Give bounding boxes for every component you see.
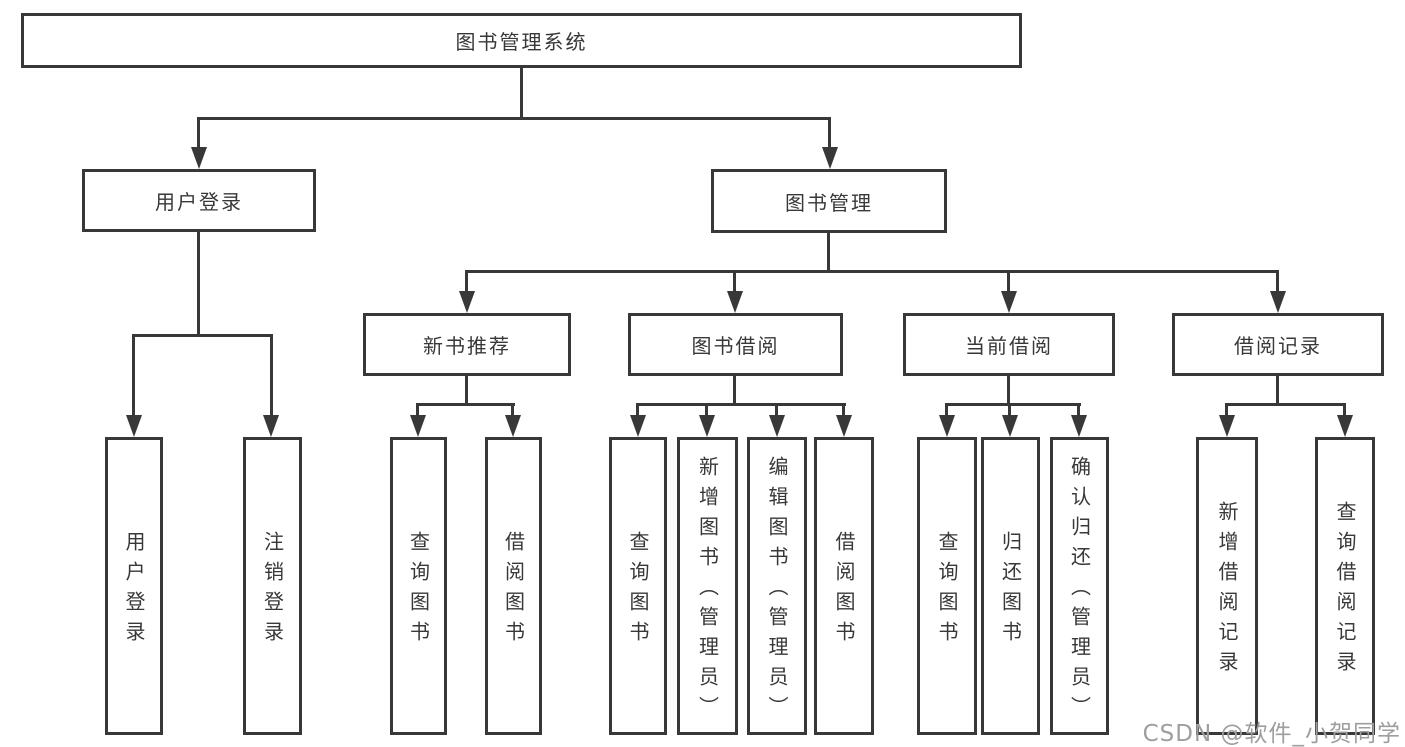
connector-recommend-horizontal	[416, 403, 515, 406]
connector-stub	[775, 403, 778, 417]
leaf-label: 查询借阅记录	[1333, 501, 1357, 681]
node-label: 当前借阅	[965, 334, 1053, 358]
leaf-query-books-recommend: 查询图书	[390, 437, 447, 735]
leaf-return-books: 归还图书	[981, 437, 1040, 735]
connector-stub	[705, 403, 708, 417]
arrowhead-icon	[699, 415, 715, 437]
leaf-edit-books-admin: 编辑图书（管理员）	[747, 437, 807, 735]
connector-stub	[1077, 403, 1080, 417]
node-label: 图书借阅	[691, 334, 780, 358]
connector-stub	[733, 270, 736, 293]
connector-l1-stub-left	[197, 117, 200, 149]
connector-l1-horizontal	[197, 117, 831, 120]
connector-stub	[1008, 403, 1011, 417]
leaf-label: 注销登录	[260, 531, 285, 651]
connector-l1-stub-right	[828, 117, 831, 149]
leaf-logout: 注销登录	[243, 437, 302, 735]
leaf-query-books-borrowing: 查询图书	[609, 437, 667, 735]
arrowhead-icon	[410, 415, 426, 437]
node-book-borrowing: 图书借阅	[628, 313, 843, 376]
leaf-label: 借阅图书	[832, 531, 856, 651]
leaf-label: 新增图书（管理员）	[695, 456, 720, 726]
leaf-label: 用户登录	[122, 531, 146, 651]
arrowhead-icon	[1270, 291, 1286, 313]
leaf-label: 借阅图书	[501, 531, 526, 651]
arrowhead-icon	[836, 415, 852, 437]
connector-stub	[416, 403, 419, 417]
node-label: 用户登录	[155, 190, 243, 214]
arrowhead-icon	[630, 415, 646, 437]
connector-stub	[1007, 270, 1010, 293]
connector-records-down	[1276, 376, 1279, 405]
node-new-book-recommend: 新书推荐	[363, 313, 571, 376]
connector-records-horizontal	[1225, 403, 1346, 406]
arrowhead-icon	[1002, 415, 1018, 437]
node-label: 图书管理	[785, 190, 873, 215]
connector-stub	[636, 403, 639, 417]
connector-stub	[270, 334, 273, 416]
arrowhead-icon	[769, 415, 785, 437]
connector-stub	[1225, 403, 1228, 417]
leaf-add-books-admin: 新增图书（管理员）	[677, 437, 738, 735]
arrowhead-icon	[263, 415, 279, 437]
leaf-label: 新增借阅记录	[1215, 501, 1239, 681]
connector-userlogin-horizontal	[132, 334, 273, 337]
node-current-borrowing: 当前借阅	[903, 313, 1115, 376]
connector-root-down	[520, 68, 523, 120]
arrowhead-icon	[939, 415, 955, 437]
arrowhead-icon	[1219, 415, 1235, 437]
arrowhead-icon	[727, 291, 743, 313]
connector-stub	[842, 403, 845, 417]
connector-stub	[132, 334, 135, 416]
connector-userlogin-down	[197, 232, 200, 337]
arrowhead-icon	[505, 415, 521, 437]
node-root-label: 图书管理系统	[455, 30, 588, 54]
connector-stub	[1276, 270, 1279, 293]
node-borrow-records: 借阅记录	[1172, 313, 1384, 376]
arrowhead-icon	[1337, 415, 1353, 437]
leaf-label: 查询图书	[626, 531, 650, 651]
node-user-login: 用户登录	[82, 169, 316, 232]
watermark: CSDN @软件_小贺同学	[1142, 721, 1401, 747]
leaf-label: 归还图书	[998, 531, 1023, 651]
leaf-label: 查询图书	[935, 531, 959, 651]
connector-borrowing-horizontal	[636, 403, 846, 406]
leaf-query-books-current: 查询图书	[917, 437, 977, 735]
connector-stub	[945, 403, 948, 417]
leaf-borrow-books-borrowing: 借阅图书	[814, 437, 874, 735]
leaf-label: 编辑图书（管理员）	[765, 456, 789, 726]
arrowhead-icon	[1071, 415, 1087, 437]
arrowhead-icon	[459, 291, 475, 313]
connector-current-horizontal	[945, 403, 1081, 406]
node-root: 图书管理系统	[21, 13, 1022, 68]
connector-stub	[511, 403, 514, 417]
connector-current-down	[1007, 376, 1010, 405]
connector-bookmgmt-down	[827, 233, 830, 272]
leaf-label: 查询图书	[406, 531, 431, 651]
connector-stub	[465, 270, 468, 293]
leaf-user-login: 用户登录	[105, 437, 163, 735]
connector-borrowing-down	[733, 376, 736, 405]
node-label: 新书推荐	[423, 334, 511, 358]
arrowhead-icon	[1001, 291, 1017, 313]
leaf-query-borrow-record: 查询借阅记录	[1315, 437, 1375, 735]
leaf-borrow-books-recommend: 借阅图书	[485, 437, 542, 735]
connector-recommend-down	[465, 376, 468, 405]
connector-bookmgmt-horizontal	[465, 270, 1279, 273]
arrowhead-icon	[822, 147, 838, 169]
arrowhead-icon	[191, 147, 207, 169]
leaf-label: 确认归还（管理员）	[1067, 456, 1092, 726]
leaf-confirm-return-admin: 确认归还（管理员）	[1050, 437, 1109, 735]
connector-stub	[1343, 403, 1346, 417]
leaf-add-borrow-record: 新增借阅记录	[1196, 437, 1258, 735]
arrowhead-icon	[126, 415, 142, 437]
node-book-management: 图书管理	[711, 169, 947, 233]
node-label: 借阅记录	[1234, 334, 1322, 358]
